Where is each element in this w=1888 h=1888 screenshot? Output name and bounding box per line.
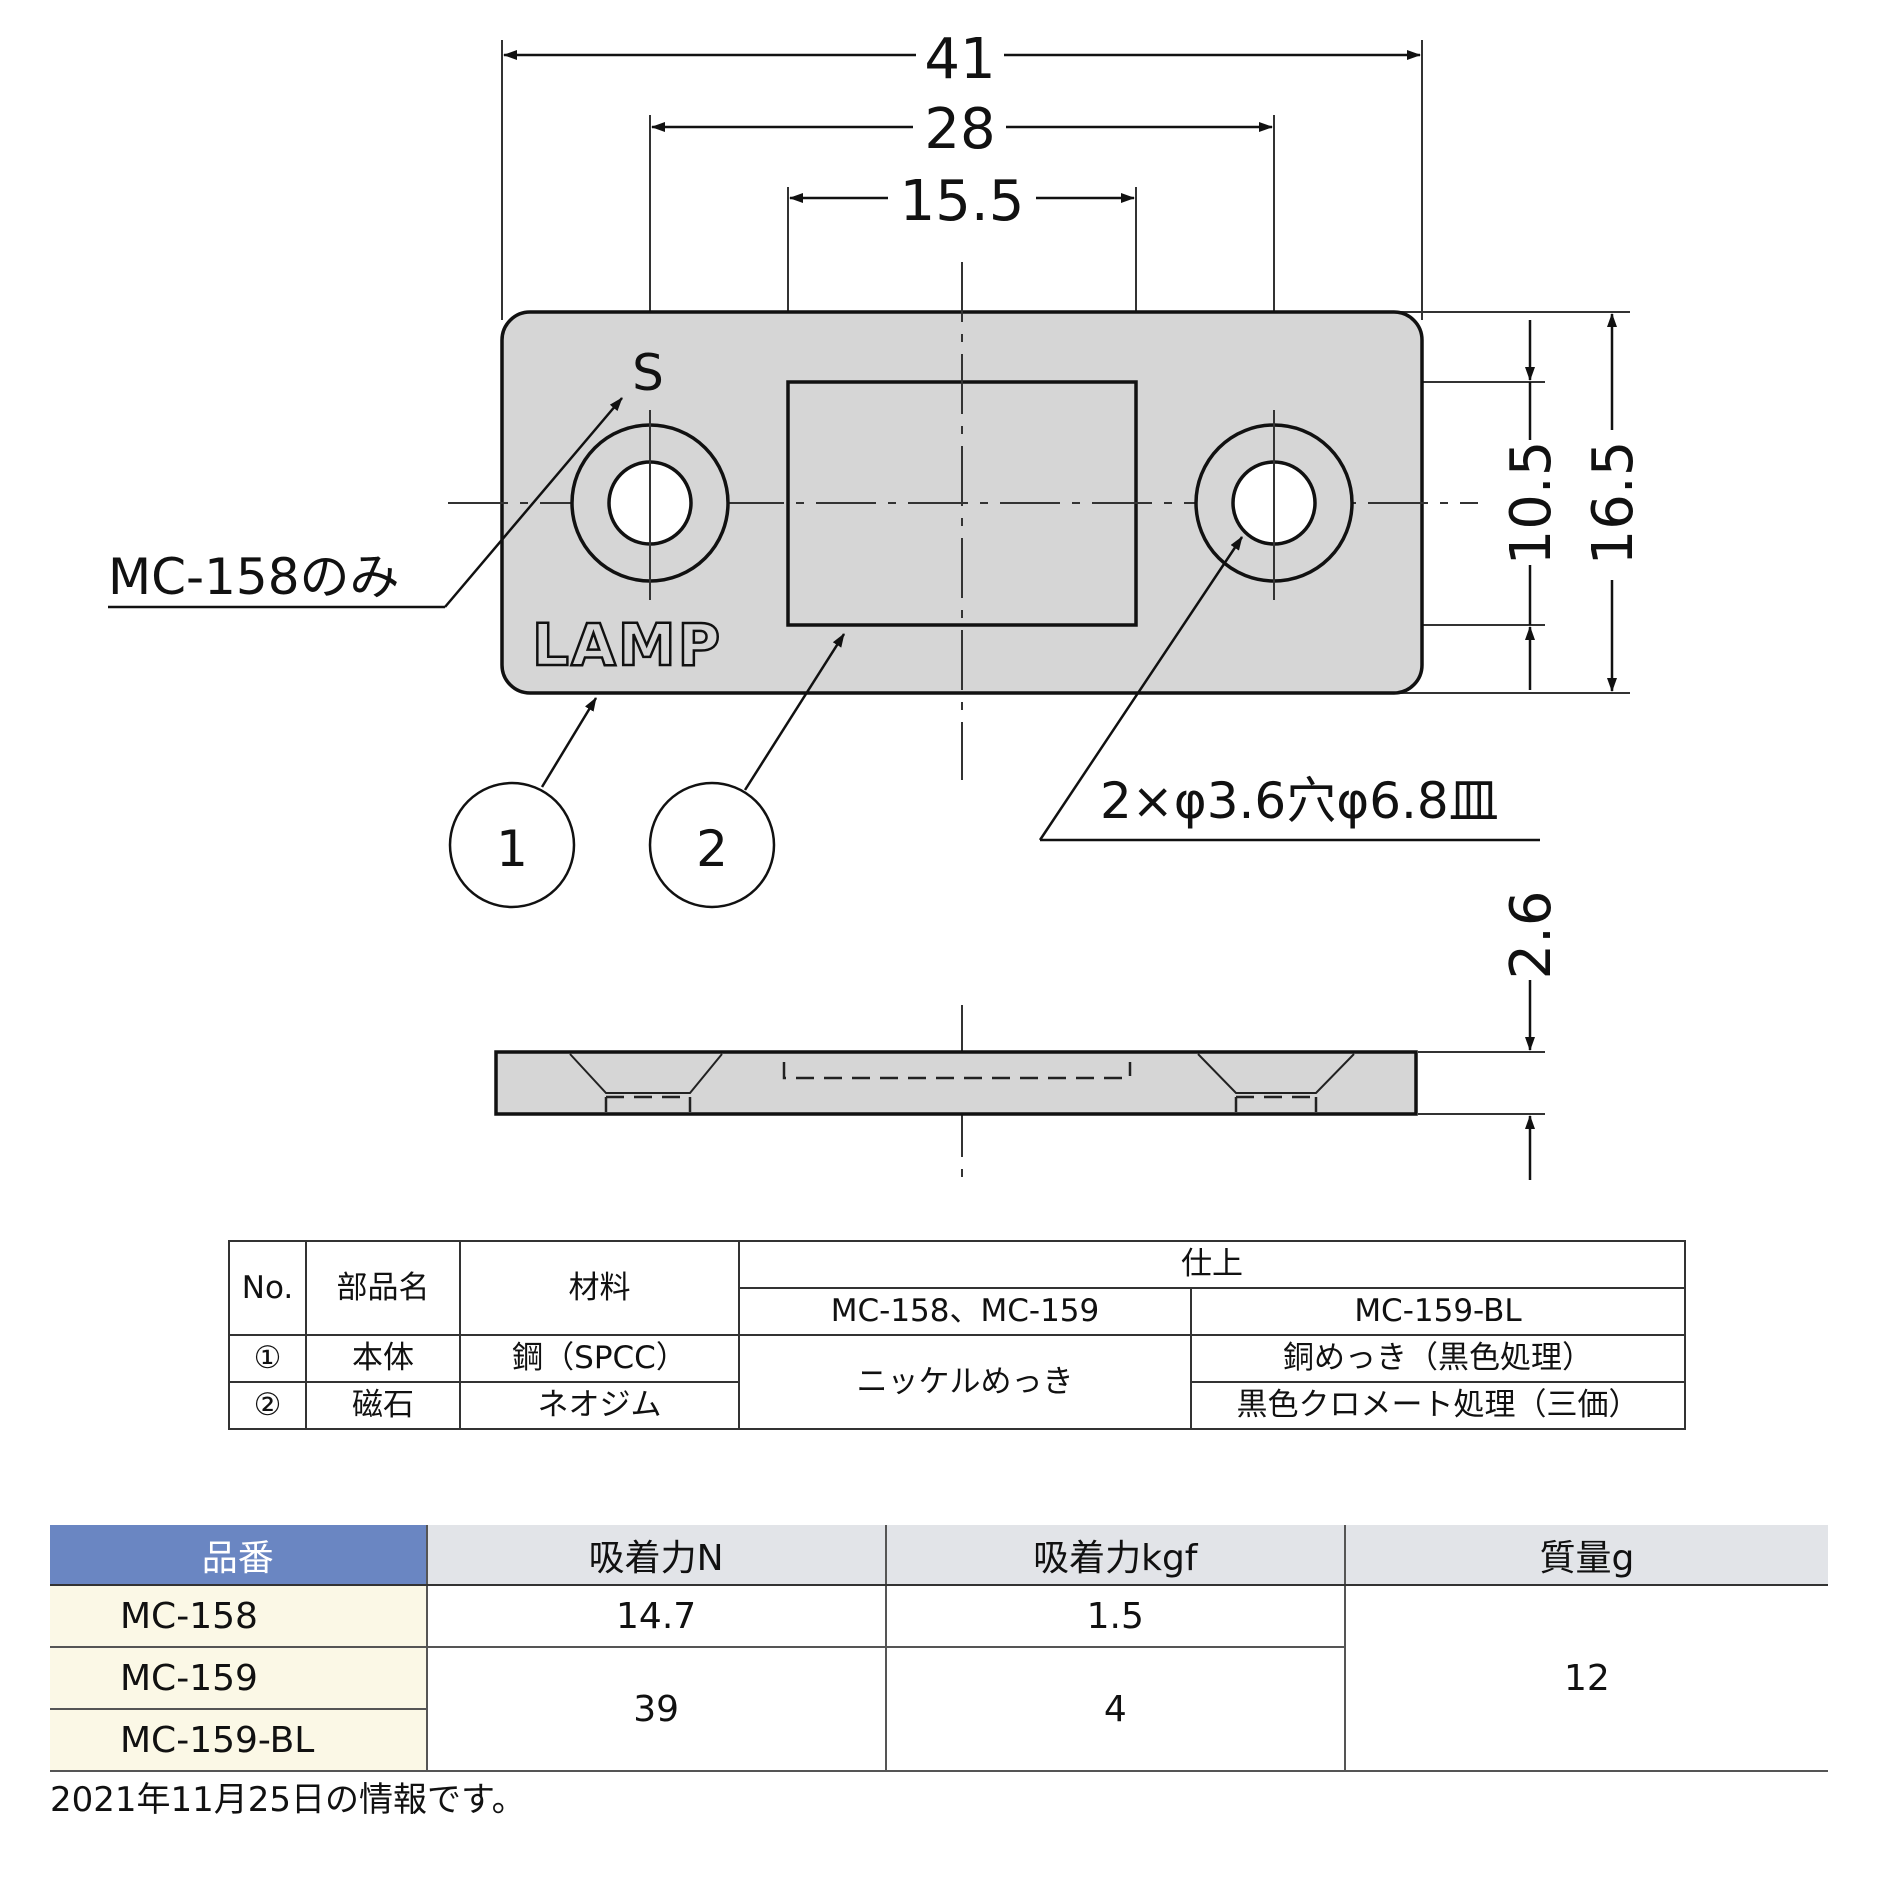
callout-2: 2 bbox=[648, 633, 846, 909]
force-kgf-cell: 4 bbox=[885, 1647, 1346, 1772]
table-row: MC-158 14.7 1.5 12 bbox=[50, 1585, 1828, 1772]
spec-table: 品番 吸着力N 吸着力kgf 質量g MC-158 14.7 1.5 12 MC… bbox=[50, 1525, 1828, 1772]
note-mc158-only: MC-158のみ bbox=[108, 548, 400, 606]
dim-16-5: 16.5 bbox=[1581, 441, 1646, 566]
dim-15-5: 15.5 bbox=[900, 169, 1025, 234]
plate-side-view bbox=[494, 1050, 1418, 1116]
hole-spec-note: 2×φ3.6穴φ6.8皿 bbox=[1100, 772, 1499, 830]
force-kgf-cell: 1.5 bbox=[885, 1585, 1346, 1648]
header-part-name: 部品名 bbox=[305, 1240, 461, 1336]
dim-10-5: 10.5 bbox=[1499, 441, 1564, 566]
table-row: MC-159-BL bbox=[50, 1709, 1828, 1772]
header-finish-mc159bl: MC-159-BL bbox=[1190, 1287, 1686, 1336]
header-no: No. bbox=[228, 1240, 307, 1336]
part-number-cell: MC-158 bbox=[50, 1585, 428, 1648]
table-row: ② 磁石 ネオジム 黒色クロメート処理（三価） bbox=[228, 1381, 1686, 1430]
row-part-name: 磁石 bbox=[305, 1381, 461, 1430]
footnote: 2021年11月25日の情報です。 bbox=[50, 1780, 526, 1820]
callout-1: 1 bbox=[448, 697, 598, 909]
force-n-cell: 14.7 bbox=[426, 1585, 887, 1648]
part-number-cell: MC-159 bbox=[50, 1647, 428, 1710]
part-number-cell: MC-159-BL bbox=[50, 1709, 428, 1772]
header-mass: 質量g bbox=[1344, 1525, 1828, 1586]
svg-text:2: 2 bbox=[696, 820, 728, 878]
header-finish-mc158-mc159: MC-158、MC-159 bbox=[738, 1287, 1192, 1336]
leader-mc158-note bbox=[108, 397, 623, 609]
leader-hole-note bbox=[1038, 536, 1540, 842]
dim-2-6: 2.6 bbox=[1499, 890, 1564, 979]
force-n-cell: 39 bbox=[426, 1647, 887, 1772]
hole-center-lines bbox=[649, 410, 1275, 600]
header-part-number: 品番 bbox=[50, 1525, 428, 1586]
header-force-kgf: 吸着力kgf bbox=[885, 1525, 1346, 1586]
svg-text:1: 1 bbox=[496, 820, 528, 878]
row-material: 鋼（SPCC） bbox=[459, 1334, 740, 1383]
technical-drawing: 41 28 15.5 10.5 16.5 2.6 S LAMP MC-158のみ… bbox=[108, 27, 1646, 1180]
row-finish-shared: ニッケルめっき bbox=[738, 1334, 1192, 1430]
dim-41: 41 bbox=[924, 27, 995, 92]
row-no: ② bbox=[228, 1381, 307, 1430]
mass-cell: 12 bbox=[1344, 1585, 1828, 1772]
pole-mark-s: S bbox=[632, 344, 664, 402]
row-no: ① bbox=[228, 1334, 307, 1383]
dim-28: 28 bbox=[924, 97, 995, 162]
row-finish-bl: 黒色クロメート処理（三価） bbox=[1190, 1381, 1686, 1430]
table-row: ① 本体 鋼（SPCC） ニッケルめっき 銅めっき（黒色処理） bbox=[228, 1334, 1686, 1430]
row-part-name: 本体 bbox=[305, 1334, 461, 1383]
table-row: MC-159 39 4 bbox=[50, 1647, 1828, 1772]
lamp-logo: LAMP bbox=[532, 611, 722, 679]
row-material: ネオジム bbox=[459, 1381, 740, 1430]
header-finish: 仕上 bbox=[738, 1240, 1686, 1289]
header-force-n: 吸着力N bbox=[426, 1525, 887, 1586]
row-finish-bl: 銅めっき（黒色処理） bbox=[1190, 1334, 1686, 1383]
header-material: 材料 bbox=[459, 1240, 740, 1336]
dimension-lines bbox=[503, 50, 1617, 1180]
parts-table: No. 部品名 材料 仕上 MC-158、MC-159 MC-159-BL ① … bbox=[228, 1240, 1686, 1430]
